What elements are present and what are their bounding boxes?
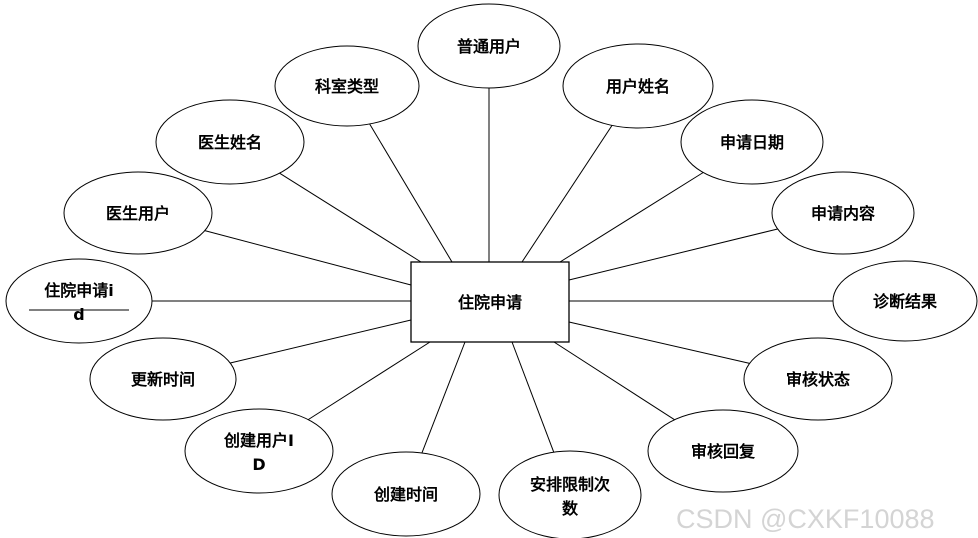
attribute-shenhe-huifu: 审核回复 (647, 409, 799, 493)
attribute-label: 医生用户 (106, 204, 170, 223)
watermark: CSDN @CXKF10088 (676, 504, 935, 534)
attribute-label: 创建时间 (373, 485, 438, 504)
attribute-label: 普通用户 (457, 37, 521, 56)
link-shenqing-riqi (559, 172, 704, 263)
attribute-ellipse (680, 99, 824, 185)
attribute-ellipse (89, 337, 237, 421)
attribute-ellipse (63, 171, 213, 255)
attribute-keshi-leixing: 科室类型 (274, 45, 420, 127)
entity-node: 住院申请 (410, 261, 570, 343)
attribute-shenqing-riqi: 申请日期 (680, 99, 824, 185)
link-chuangjian-yonghu-id (307, 341, 431, 421)
attribute-ellipse (771, 171, 915, 255)
attribute-label: 审核状态 (786, 370, 850, 389)
attribute-label: 申请日期 (720, 133, 784, 152)
attribute-label: 诊断结果 (873, 292, 937, 311)
link-yisheng-yonghu (204, 230, 412, 286)
link-shenqing-neirong (568, 228, 778, 281)
attribute-yisheng-xingming: 医生姓名 (155, 99, 305, 185)
attribute-ellipse (417, 3, 561, 89)
link-shenhe-zhuangtai (568, 321, 750, 364)
link-yonghu-xingming (521, 125, 613, 263)
attribute-shenqing-neirong: 申请内容 (771, 171, 915, 255)
attribute-ellipse (274, 45, 420, 127)
attribute-ellipse (647, 409, 799, 493)
attribute-ellipse (155, 99, 305, 185)
relationship-lines (152, 88, 833, 454)
attribute-label: 更新时间 (131, 370, 195, 389)
attribute-ellipse (184, 408, 334, 494)
entity-box (410, 261, 570, 343)
link-yisheng-xingming (279, 172, 422, 263)
attribute-label: 用户姓名 (606, 77, 670, 96)
attribute-zhenduan-jieguo: 诊断结果 (832, 260, 978, 342)
attribute-shenhe-zhuangtai: 审核状态 (743, 337, 893, 421)
attribute-ellipse (562, 43, 714, 129)
attribute-yisheng-yonghu: 医生用户 (63, 171, 213, 255)
link-shenhe-huifu (553, 341, 675, 421)
attribute-ellipse (743, 337, 893, 421)
attribute-label: 安排限制次数 (530, 475, 610, 518)
link-gengxin-shijian (230, 319, 412, 364)
attribute-anpai-xianzhi-cishu: 安排限制次数 (498, 450, 642, 538)
attribute-ellipse (331, 451, 481, 537)
link-chuangjian-shijian (421, 341, 466, 454)
attribute-ellipse (5, 258, 153, 344)
link-keshi-leixing (369, 123, 453, 263)
attribute-label: 申请内容 (811, 204, 875, 223)
attribute-label: 科室类型 (315, 77, 379, 96)
attribute-label: 审核回复 (691, 442, 756, 461)
attribute-yonghu-xingming: 用户姓名 (562, 43, 714, 129)
attribute-putong-yonghu: 普通用户 (417, 3, 561, 89)
link-anpai-xianzhi-cishu (511, 341, 555, 453)
attribute-label: 医生姓名 (198, 133, 262, 152)
entity-label: 住院申请 (458, 293, 522, 312)
attribute-ellipse (498, 450, 642, 538)
attribute-ellipse (832, 260, 978, 342)
attribute-gengxin-shijian: 更新时间 (89, 337, 237, 421)
attribute-chuangjian-shijian: 创建时间 (331, 451, 481, 537)
